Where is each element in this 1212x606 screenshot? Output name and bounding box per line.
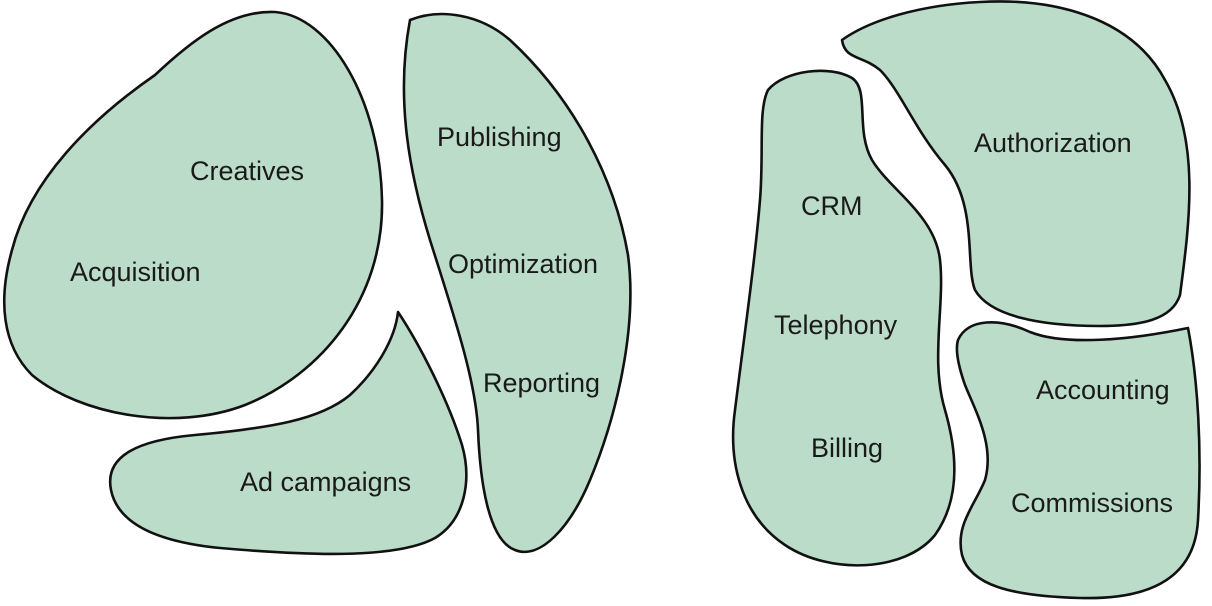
- region-1-label-2: Acquisition: [70, 257, 201, 287]
- region-2-label-1: Publishing: [437, 122, 562, 152]
- region-2-blob: [402, 12, 632, 553]
- region-1-label-1: Creatives: [190, 156, 304, 186]
- region-1-blob: [2, 10, 384, 420]
- region-5-label-1: CRM: [801, 191, 863, 221]
- region-5-label-3: Billing: [811, 433, 883, 463]
- region-5-blob: [731, 69, 956, 567]
- region-3-blob: [108, 310, 468, 556]
- region-2-label-2: Optimization: [448, 249, 598, 279]
- region-6-blob: [955, 321, 1201, 600]
- region-5-label-2: Telephony: [774, 310, 898, 340]
- region-6-label-1: Accounting: [1036, 375, 1170, 405]
- region-4-blob: [840, 0, 1191, 328]
- region-3-label-1: Ad campaigns: [240, 467, 411, 497]
- region-6-label-2: Commissions: [1011, 488, 1173, 518]
- region-4-label-1: Authorization: [974, 128, 1132, 158]
- region-2-label-3: Reporting: [483, 368, 600, 398]
